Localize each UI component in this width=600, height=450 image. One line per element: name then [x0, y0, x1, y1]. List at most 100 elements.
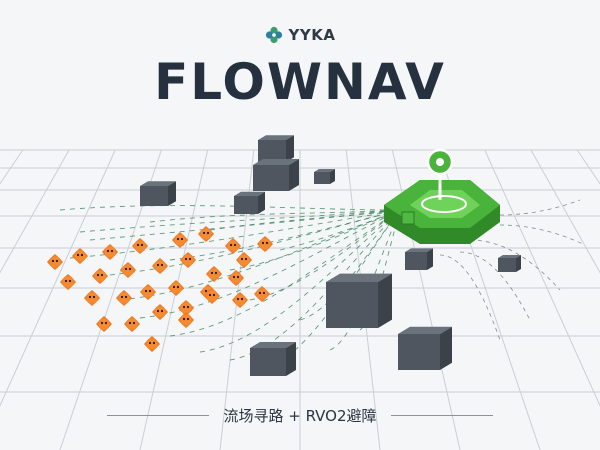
agent-blob — [257, 236, 273, 252]
cube-side — [168, 181, 176, 206]
agent-eye — [240, 257, 244, 261]
agent-blob — [92, 268, 108, 284]
agent-eye — [214, 271, 218, 275]
cube-top — [405, 248, 433, 252]
obstacle-cube — [250, 342, 296, 376]
agent-blob — [204, 288, 220, 304]
agent-eye — [180, 237, 184, 241]
cube-side — [286, 342, 296, 376]
grid-line — [139, 149, 209, 450]
agent-core — [146, 338, 158, 350]
agent-blob — [132, 238, 148, 254]
agent-eye — [144, 289, 148, 293]
agent-core — [238, 254, 250, 266]
footer-caption: 流场寻路 + RVO2避障 — [223, 406, 377, 425]
cube-side — [378, 273, 392, 328]
agent-blob — [254, 286, 270, 302]
agent-eye — [92, 295, 96, 299]
agent-eye — [148, 341, 152, 345]
agent-eye — [232, 275, 236, 279]
agent-eye — [76, 253, 80, 257]
footer-divider-left — [107, 414, 210, 416]
flow-arrow — [439, 254, 501, 341]
agent-core — [142, 286, 154, 298]
agent-core — [170, 282, 182, 294]
agent-core — [154, 306, 166, 318]
agent-eye — [96, 273, 100, 277]
agent-eye — [160, 309, 164, 313]
flow-arrow — [169, 208, 401, 261]
agent-swarm — [47, 226, 273, 352]
agent-blob — [198, 226, 214, 242]
agent-eye — [88, 295, 92, 299]
agent-eye — [233, 243, 237, 247]
obstacle-cube — [398, 326, 452, 370]
cube-top — [250, 342, 296, 348]
agent-blob — [232, 292, 248, 308]
agent-eye — [156, 309, 160, 313]
agent-core — [74, 250, 86, 262]
agent-eye — [240, 297, 244, 301]
agent-eye — [156, 263, 160, 267]
agent-blob — [84, 290, 100, 306]
agent-blob — [178, 300, 194, 316]
obstacle-cube — [314, 169, 335, 184]
agent-eye — [210, 271, 214, 275]
agent-eye — [204, 289, 208, 293]
agent-eye — [265, 241, 269, 245]
cube-top — [140, 181, 176, 186]
agent-core — [182, 254, 194, 266]
agent-eye — [124, 295, 128, 299]
agent-core — [49, 256, 61, 268]
agent-core — [234, 294, 246, 306]
cube-side — [330, 169, 335, 184]
agent-eye — [176, 237, 180, 241]
agent-eye — [136, 243, 140, 247]
grid-line — [530, 149, 600, 274]
agent-eye — [110, 249, 114, 253]
agent-eye — [184, 257, 188, 261]
agent-core — [86, 292, 98, 304]
agent-blob — [47, 254, 63, 270]
cube-top — [258, 135, 294, 140]
agent-eye — [160, 263, 164, 267]
agent-core — [227, 240, 239, 252]
goal-pin-dot — [436, 158, 444, 166]
goal-door — [401, 211, 415, 225]
agent-blob — [124, 316, 140, 332]
flow-arrow — [499, 199, 581, 216]
agent-eye — [55, 259, 59, 263]
flow-field-arrows — [59, 199, 586, 371]
agent-core — [122, 264, 134, 276]
agent-core — [98, 318, 110, 330]
agent-blob — [228, 270, 244, 286]
obstacle-cube — [498, 255, 521, 272]
obstacle-cube — [253, 159, 299, 191]
brand-header: YYKA — [0, 24, 600, 46]
agent-eye — [206, 231, 210, 235]
flow-arrow — [469, 239, 561, 291]
obstacle-cube — [140, 181, 176, 206]
agent-eye — [124, 267, 128, 271]
obstacle-cube — [405, 248, 433, 270]
clover-logo-icon — [265, 26, 282, 44]
cube-top — [314, 169, 335, 172]
agent-blob — [180, 252, 196, 268]
cube-front — [253, 165, 289, 191]
agent-core — [180, 314, 192, 326]
agent-blob — [102, 244, 118, 260]
agent-core — [206, 290, 218, 302]
obstacles — [140, 135, 521, 376]
agent-core — [230, 272, 242, 284]
agent-eye — [68, 279, 72, 283]
agent-blob — [144, 336, 160, 352]
agent-blob — [140, 284, 156, 300]
agent-core — [126, 318, 138, 330]
goal-ring — [421, 195, 467, 213]
agent-blob — [96, 316, 112, 332]
agent-eye — [186, 317, 190, 321]
cube-front — [314, 172, 330, 184]
agent-core — [174, 234, 186, 246]
agent-core — [180, 302, 192, 314]
flow-arrow — [119, 209, 401, 301]
